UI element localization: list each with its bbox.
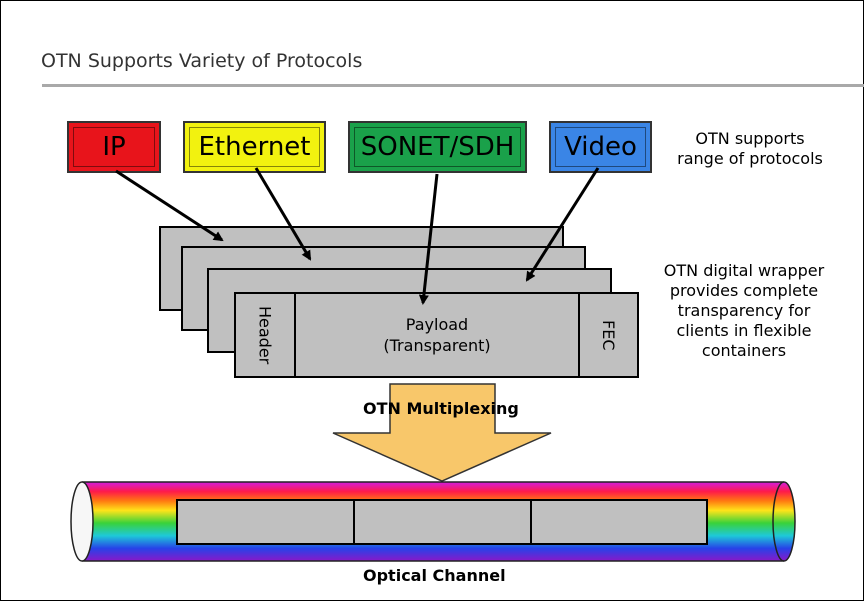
multiplex-arrow xyxy=(332,383,552,482)
frame-payload-cell: Payload (Transparent) xyxy=(296,294,578,376)
arrow-video xyxy=(525,167,600,282)
arrow-ip xyxy=(115,169,224,242)
arrow-ethernet xyxy=(254,167,312,261)
title-divider xyxy=(42,84,864,87)
channel-slot-1 xyxy=(176,499,355,545)
protocol-label-ethernet: Ethernet xyxy=(198,132,311,162)
protocol-label-video: Video xyxy=(564,132,637,162)
channel-slot-2 xyxy=(353,499,532,545)
frame-header-cell: Header xyxy=(236,294,296,376)
protocol-label-sonet-sdh: SONET/SDH xyxy=(360,132,515,162)
frame-fec-label: FEC xyxy=(599,319,618,351)
otn-frame: Header Payload (Transparent) FEC xyxy=(234,292,639,378)
frame-header-label: Header xyxy=(255,305,275,365)
frame-payload-label: Payload xyxy=(405,315,469,334)
protocol-box-ethernet: Ethernet xyxy=(183,121,326,173)
channel-slot-3 xyxy=(530,499,708,545)
frame-payload-sublabel: (Transparent) xyxy=(383,336,491,355)
protocol-label-ip: IP xyxy=(102,132,126,162)
slide-title: OTN Supports Variety of Protocols xyxy=(41,50,363,72)
protocol-box-ip: IP xyxy=(67,121,161,173)
frame-fec-cell: FEC xyxy=(578,294,637,376)
multiplexing-label: OTN Multiplexing xyxy=(363,399,519,418)
optical-channel-label: Optical Channel xyxy=(363,566,506,585)
wrapper-note: OTN digital wrapper provides complete tr… xyxy=(663,261,825,360)
protocol-arrows xyxy=(115,167,600,305)
protocol-box-video: Video xyxy=(549,121,652,173)
arrow-sonet-sdh xyxy=(418,173,439,305)
protocols-note: OTN supports range of protocols xyxy=(677,129,823,168)
protocol-box-sonet-sdh: SONET/SDH xyxy=(348,121,527,173)
